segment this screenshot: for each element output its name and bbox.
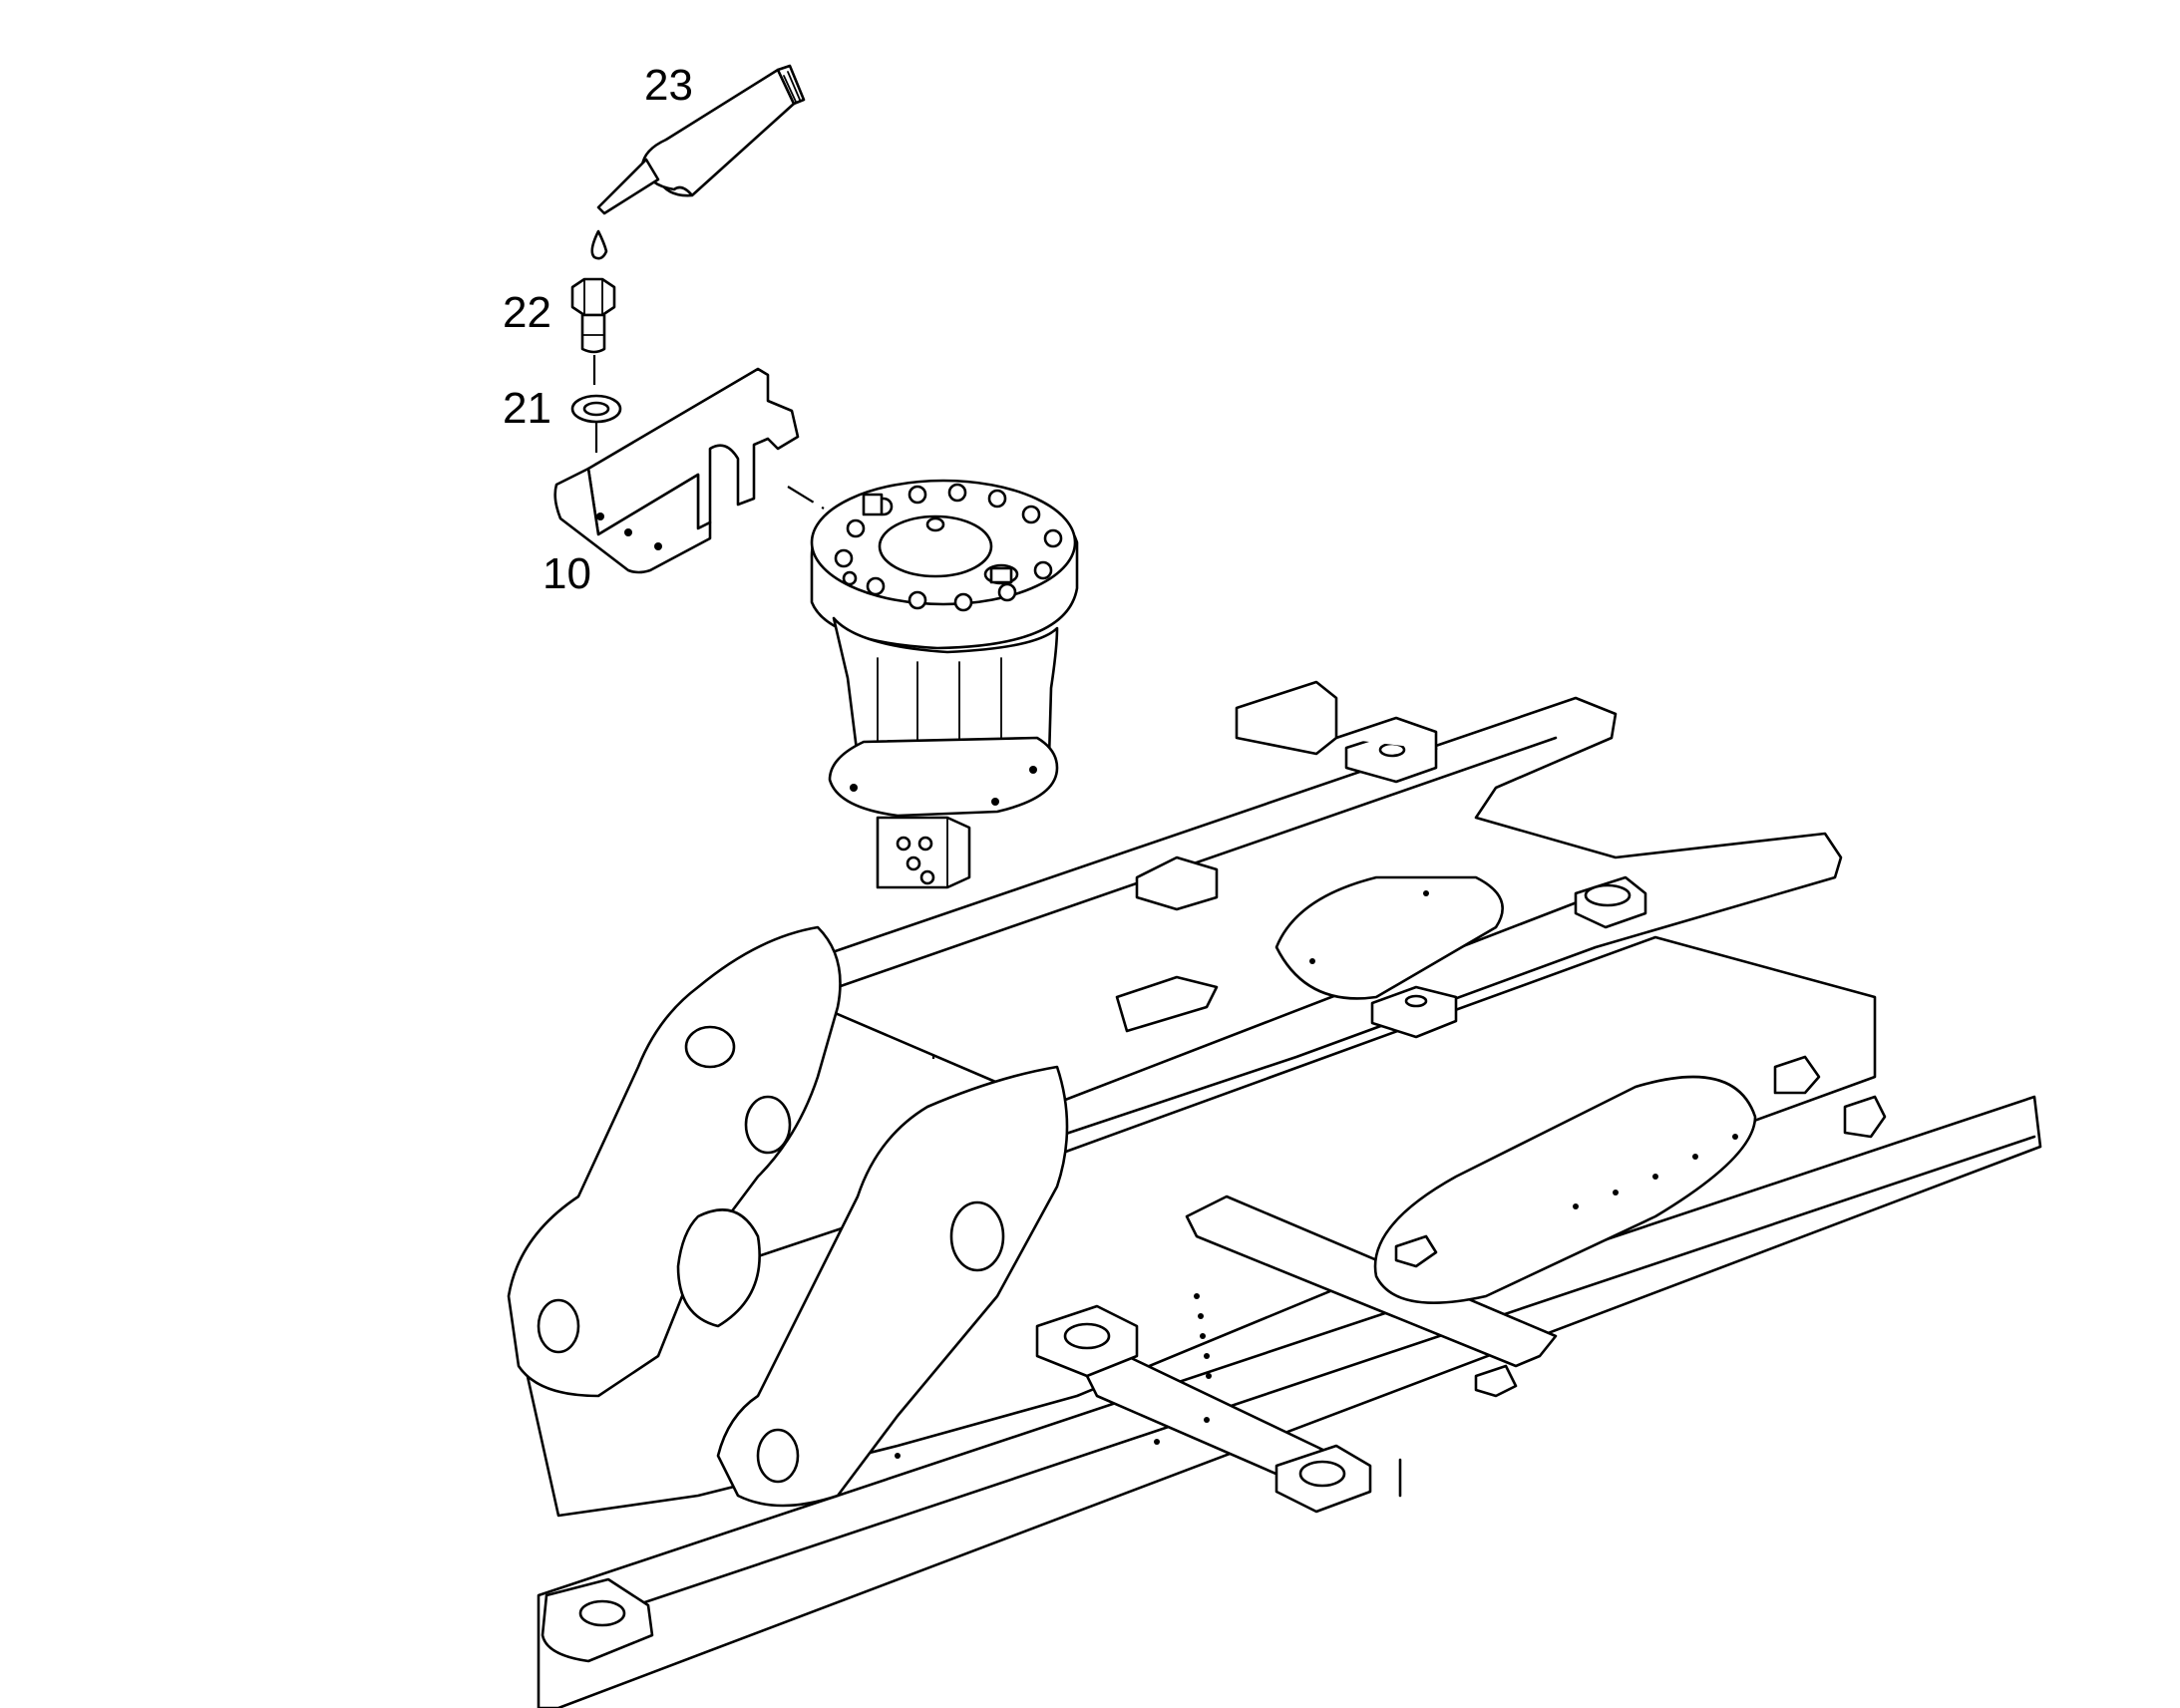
callout-21: 21: [503, 384, 551, 433]
callout-22: 22: [503, 288, 551, 337]
undercarriage-frame-icon: [507, 680, 2042, 1708]
rotary-joint-icon: [810, 479, 1079, 1067]
callout-10: 10: [543, 549, 591, 598]
hex-bolt-icon: [570, 277, 616, 399]
callout-23: 23: [644, 61, 693, 110]
mounting-bracket-icon: [553, 367, 825, 574]
washer-icon: [570, 394, 622, 518]
sealant-tube-icon: [590, 64, 806, 260]
